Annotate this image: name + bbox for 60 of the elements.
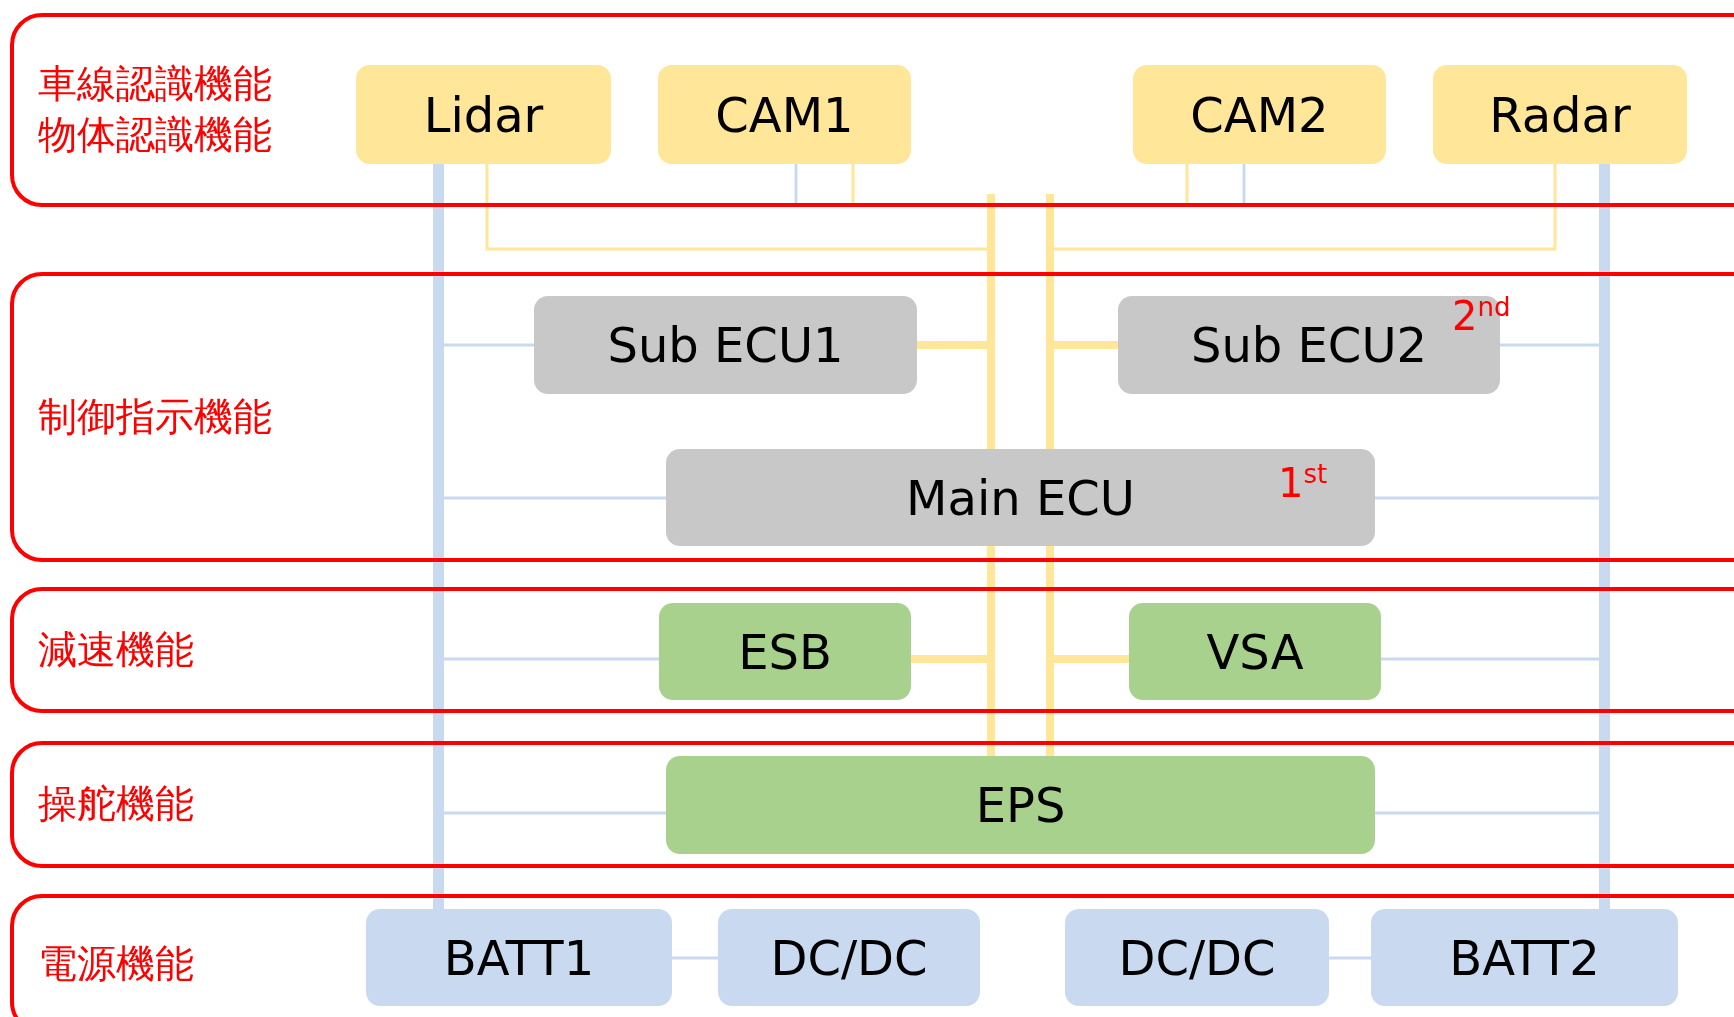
component-name: DC/DC xyxy=(1118,929,1276,986)
component-name: Main ECU xyxy=(906,469,1135,526)
component-box xyxy=(1433,65,1687,164)
component-name: VSA xyxy=(1206,623,1304,680)
component-name: Lidar xyxy=(423,86,544,143)
component-name: Sub ECU2 xyxy=(1190,317,1428,373)
band-label: 減速機能 xyxy=(38,625,194,674)
component-name: EPS xyxy=(975,777,1066,833)
component-name: ESB xyxy=(738,623,832,680)
function-band xyxy=(10,587,1734,713)
component-name: DC/DC xyxy=(770,929,928,986)
component-name: Sub ECU1 xyxy=(607,317,844,373)
component-name: CAM2 xyxy=(1190,86,1329,143)
component-box xyxy=(366,909,672,1006)
connector-line xyxy=(485,164,987,251)
band-label: 制御指示機能 xyxy=(38,392,272,441)
connector-line xyxy=(444,657,659,661)
bus-bar xyxy=(1599,164,1610,909)
function-band xyxy=(10,741,1734,868)
connector-line xyxy=(1500,343,1599,347)
bus-bar xyxy=(1046,194,1054,449)
band-label: 物体認識機能 xyxy=(38,111,272,159)
component-name: Radar xyxy=(1489,86,1631,143)
band-label: 操舵機能 xyxy=(38,780,194,829)
connector-line xyxy=(917,341,987,349)
connector-line xyxy=(444,811,666,815)
component-box xyxy=(1129,603,1381,700)
component-box xyxy=(356,65,611,164)
function-band xyxy=(10,13,1734,207)
connector-line xyxy=(672,956,718,960)
connector-line xyxy=(444,496,666,500)
component-box xyxy=(1371,909,1678,1006)
connector-line xyxy=(1375,496,1599,500)
component-box xyxy=(658,65,911,164)
component-name: BATT2 xyxy=(1449,929,1600,986)
component-box xyxy=(718,909,980,1006)
component-box xyxy=(534,296,917,394)
function-band xyxy=(10,894,1734,1017)
connector-line xyxy=(1054,164,1557,251)
bus-bar xyxy=(987,194,995,449)
connector-line xyxy=(1381,657,1599,661)
connector-line xyxy=(1375,811,1599,815)
component-box xyxy=(666,449,1375,546)
component-box xyxy=(666,756,1375,854)
connector-line xyxy=(1329,956,1371,960)
bus-bar xyxy=(1046,546,1054,756)
priority-mark: 2$^{nd}$ xyxy=(1452,292,1511,340)
priority-mark: 1$^{st}$ xyxy=(1278,459,1328,507)
component-box xyxy=(1065,909,1329,1006)
connector-line xyxy=(444,343,534,347)
component-name: CAM1 xyxy=(715,86,854,143)
connector-line xyxy=(911,655,987,663)
bus-bar xyxy=(433,164,444,909)
component-box xyxy=(1133,65,1386,164)
bus-bar xyxy=(987,546,995,756)
function-band xyxy=(10,272,1734,562)
band-label: 車線認識機能 xyxy=(38,60,272,109)
component-name: BATT1 xyxy=(443,929,595,986)
band-label: 電源機能 xyxy=(38,939,194,988)
component-box xyxy=(659,603,911,700)
